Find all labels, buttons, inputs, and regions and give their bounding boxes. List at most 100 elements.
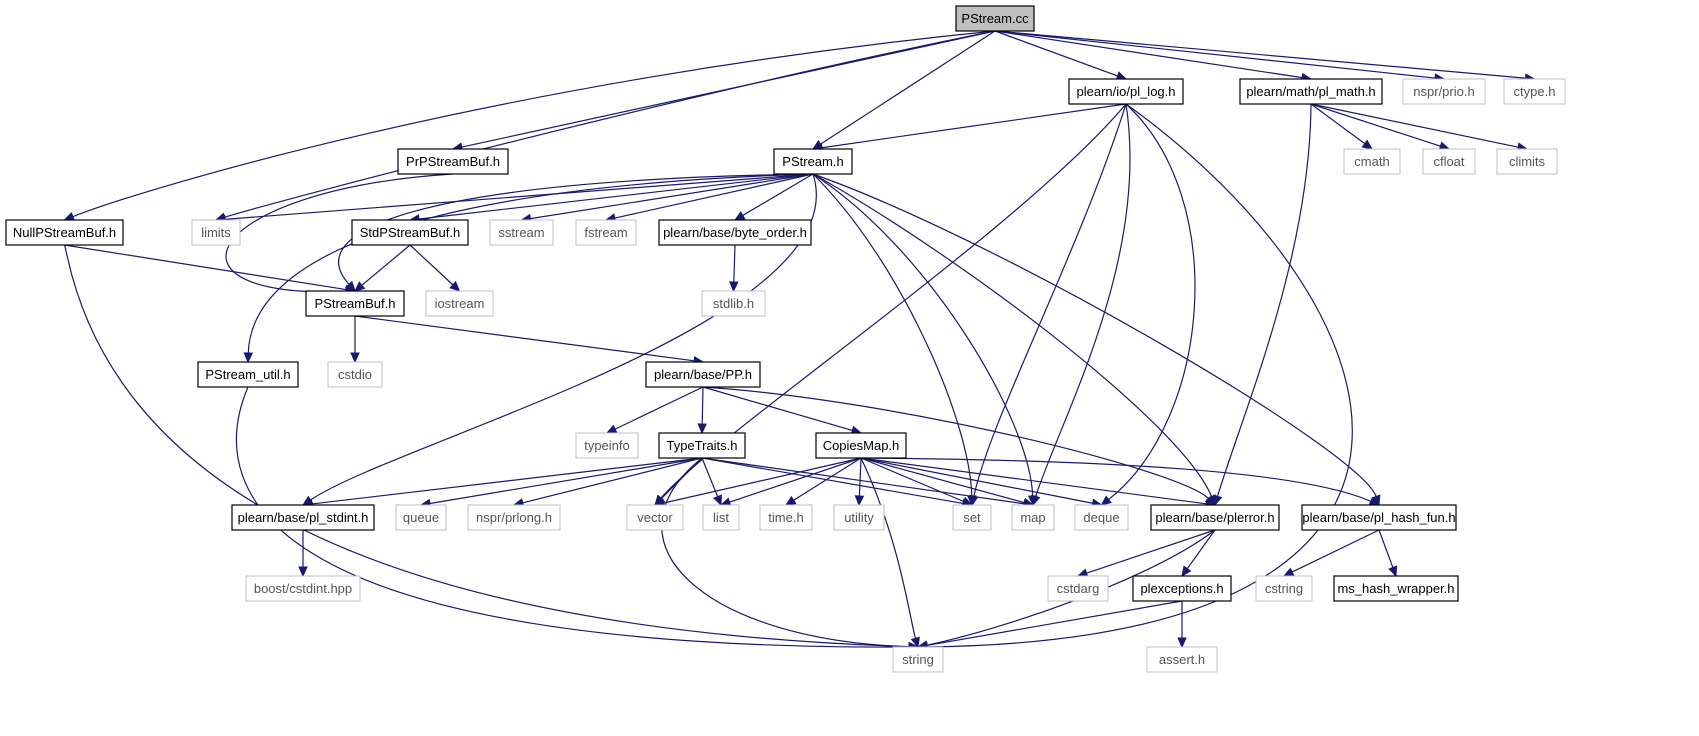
edge-line — [1186, 529, 1216, 570]
node-box — [658, 432, 746, 459]
node-box — [833, 504, 885, 531]
node-pstreambuf-h[interactable]: PStreamBuf.h — [305, 290, 405, 317]
edge-pstream_cc-to-nullpstreambuf_h — [63, 30, 996, 221]
node-box — [191, 219, 241, 246]
node-label: PStream.h — [782, 154, 843, 169]
edge-line — [1291, 529, 1380, 573]
node-deque: deque — [1074, 504, 1129, 531]
node-label: plearn/base/pl_stdint.h — [238, 510, 369, 525]
edge-pstream_h-to-byte_order_h — [733, 173, 814, 221]
node-box — [231, 504, 375, 531]
node-label: cstring — [1265, 581, 1303, 596]
node-pl-hash-fun-h[interactable]: plearn/base/pl_hash_fun.h — [1301, 504, 1457, 531]
edge-arrowhead — [354, 281, 366, 292]
node-label: map — [1020, 510, 1045, 525]
edge-pl_math_h-to-plerror_h — [1213, 103, 1312, 507]
node-sstream: sstream — [489, 219, 554, 246]
node-nullpstreambuf-h[interactable]: NullPStreamBuf.h — [5, 219, 124, 246]
node-label: vector — [637, 510, 673, 525]
node-byte-order-h[interactable]: plearn/base/byte_order.h — [658, 219, 812, 246]
edge-pl_log_h-to-string — [916, 103, 1353, 652]
edge-line — [418, 173, 814, 220]
edge-line — [812, 173, 1377, 497]
node-label: typeinfo — [584, 438, 630, 453]
edge-line — [701, 457, 1025, 505]
node-label: plexceptions.h — [1140, 581, 1223, 596]
node-typetraits-h[interactable]: TypeTraits.h — [658, 432, 746, 459]
edge-line — [663, 457, 862, 504]
edge-line — [224, 173, 814, 220]
node-pstream-h[interactable]: PStream.h — [773, 148, 853, 175]
edge-pl_math_h-to-cmath — [1310, 103, 1373, 150]
edge-pl_log_h-to-set — [969, 103, 1127, 507]
node-box — [1239, 78, 1383, 105]
node-ms-hash-wrapper-h[interactable]: ms_hash_wrapper.h — [1333, 575, 1459, 602]
edge-line — [729, 457, 862, 503]
edge-pl_hash_fun_h-to-ms_hash_wrapper_h — [1378, 529, 1398, 578]
edge-line — [224, 30, 996, 218]
edge-typetraits_h-to-string — [661, 457, 920, 652]
node-label: queue — [403, 510, 439, 525]
edge-line — [311, 457, 703, 505]
node-stdpstreambuf-h[interactable]: StdPStreamBuf.h — [351, 219, 469, 246]
node-label: cfloat — [1433, 154, 1464, 169]
node-box — [1343, 148, 1401, 175]
node-box — [952, 504, 992, 531]
edge-line — [821, 103, 1127, 149]
edge-pstream_cc-to-nspr_prio_h — [994, 30, 1446, 83]
node-box — [702, 504, 740, 531]
node-pl-math-h[interactable]: plearn/math/pl_math.h — [1239, 78, 1383, 105]
node-pp-h[interactable]: plearn/base/PP.h — [645, 361, 761, 388]
node-box — [1402, 78, 1486, 105]
edges-layer — [63, 30, 1536, 652]
edge-copiesmap_h-to-deque — [860, 457, 1103, 508]
edge-line — [72, 30, 996, 218]
node-label: PrPStreamBuf.h — [406, 154, 500, 169]
node-copiesmap-h[interactable]: CopiesMap.h — [815, 432, 907, 459]
node-cstdarg: cstdarg — [1047, 575, 1109, 602]
edge-line — [64, 244, 347, 291]
edge-line — [733, 244, 736, 283]
edge-pl_log_h-to-pstream_h — [811, 103, 1127, 153]
node-prpstreambuf-h[interactable]: PrPStreamBuf.h — [397, 148, 509, 175]
node-pl-log-h[interactable]: plearn/io/pl_log.h — [1068, 78, 1184, 105]
node-time-h: time.h — [759, 504, 813, 531]
edge-pp_h-to-plerror_h — [702, 386, 1216, 506]
node-queue: queue — [395, 504, 447, 531]
edge-pp_h-to-typeinfo — [605, 386, 704, 434]
node-box — [1047, 575, 1109, 602]
node-plexceptions-h[interactable]: plexceptions.h — [1132, 575, 1232, 602]
edge-line — [820, 30, 996, 145]
edge-line — [1310, 103, 1366, 145]
edge-copiesmap_h-to-map — [860, 457, 1035, 508]
node-pstream-cc[interactable]: PStream.cc — [955, 5, 1035, 32]
edge-pstream_h-to-pstream_util_h — [243, 173, 814, 364]
edge-copiesmap_h-to-list — [719, 457, 862, 507]
node-vector: vector — [626, 504, 684, 531]
edge-line — [994, 30, 1436, 79]
node-label: sstream — [498, 225, 544, 240]
node-box — [467, 504, 561, 531]
node-cstdio: cstdio — [327, 361, 383, 388]
node-pstream-util-h[interactable]: PStream_util.h — [197, 361, 299, 388]
edge-line — [860, 457, 1025, 504]
edge-typetraits_h-to-pl_stdint_h — [301, 457, 703, 509]
edge-line — [614, 386, 704, 430]
node-label: fstream — [584, 225, 627, 240]
edge-line — [812, 173, 973, 497]
node-set: set — [952, 504, 992, 531]
node-plerror-h[interactable]: plearn/base/plerror.h — [1150, 504, 1280, 531]
node-box — [575, 219, 637, 246]
node-box — [245, 575, 361, 602]
edge-pl_hash_fun_h-to-cstring — [1282, 529, 1380, 577]
node-utility: utility — [833, 504, 885, 531]
edge-byte_order_h-to-stdlib_h — [729, 244, 739, 293]
node-label: string — [902, 652, 934, 667]
edge-line — [926, 600, 1183, 647]
edge-line — [860, 457, 1093, 504]
node-pl-stdint-h[interactable]: plearn/base/pl_stdint.h — [231, 504, 375, 531]
edge-copiesmap_h-to-string — [860, 457, 920, 649]
node-label: plearn/base/byte_order.h — [663, 225, 807, 240]
edge-arrowhead — [784, 495, 797, 506]
